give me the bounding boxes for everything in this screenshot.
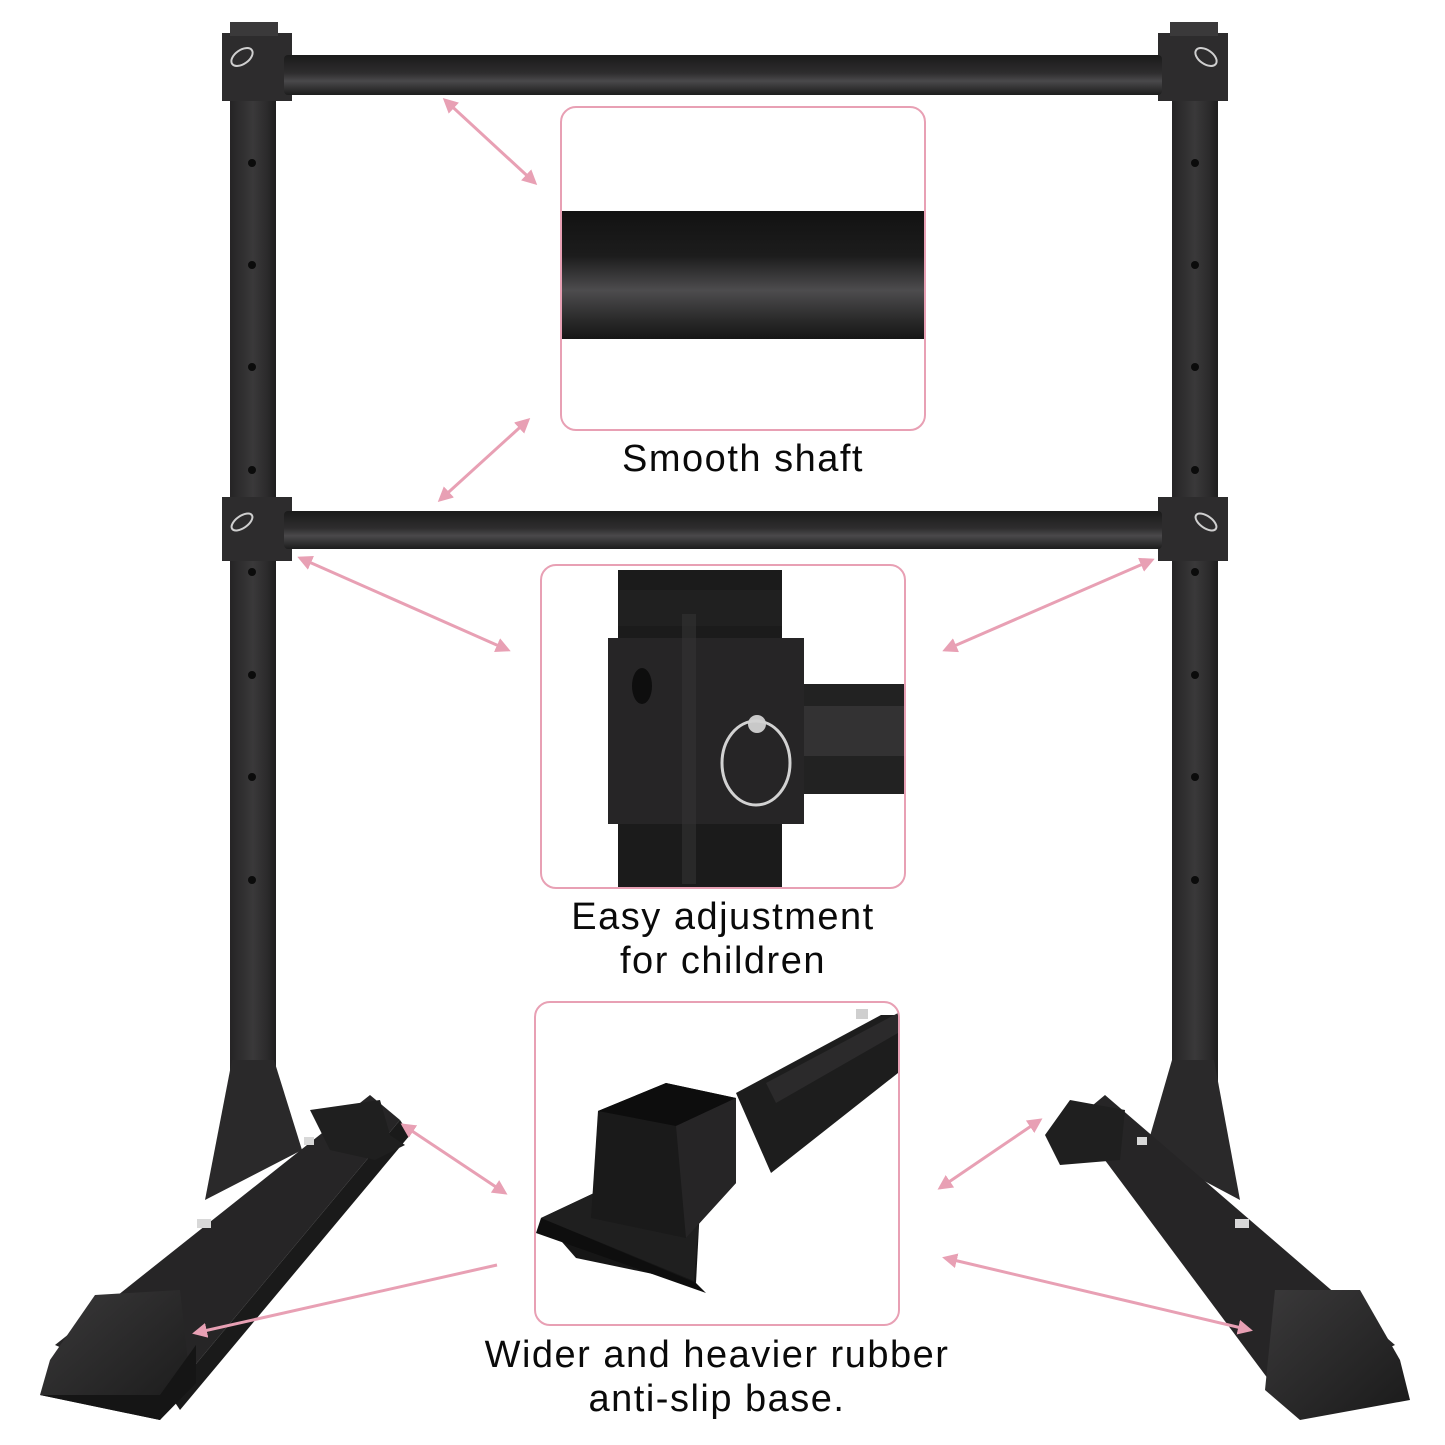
- easy-adjustment-label-line1: Easy adjustment: [571, 896, 875, 938]
- left-base: [40, 1095, 410, 1420]
- easy-adjustment-label-line2: for children: [620, 939, 826, 982]
- easy-adjustment-label: Easy adjustment for children: [530, 896, 916, 983]
- left-upright: [205, 22, 302, 1200]
- callout-arrows: [192, 97, 1253, 1338]
- pin-ring-icon: [230, 47, 1218, 532]
- collar-pin-closeup-image: [608, 570, 904, 887]
- smooth-shaft-callout: [560, 106, 926, 431]
- anti-slip-base-label-line1: Wider and heavier rubber: [484, 1334, 950, 1376]
- anti-slip-base-label: Wider and heavier rubber anti-slip base.: [410, 1334, 1024, 1421]
- anti-slip-base-callout: [534, 1001, 900, 1326]
- top-barre: [284, 55, 1162, 95]
- shaft-closeup-image: [562, 211, 924, 339]
- right-upright: [1146, 22, 1240, 1200]
- right-base: [1045, 1095, 1410, 1420]
- anti-slip-base-label-line2: anti-slip base.: [588, 1377, 846, 1420]
- easy-adjustment-callout: [540, 564, 906, 889]
- lower-barre: [284, 511, 1162, 549]
- base-foot-closeup-image: [536, 1009, 898, 1293]
- smooth-shaft-label: Smooth shaft: [622, 438, 864, 480]
